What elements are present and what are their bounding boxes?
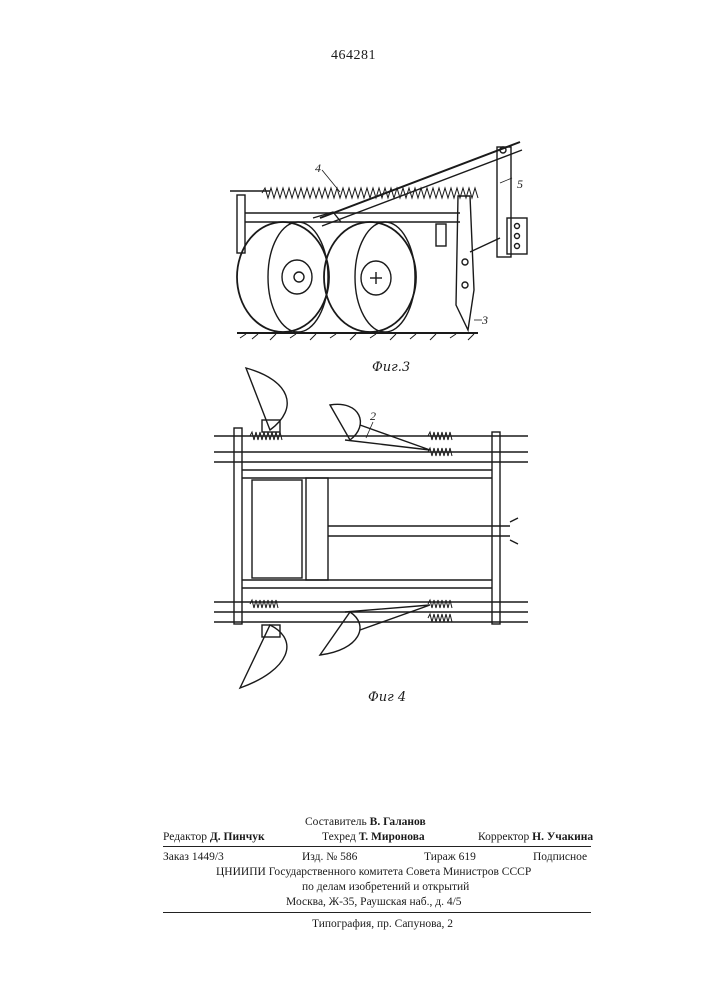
leader-5	[500, 178, 512, 183]
lever-arm-lower	[322, 150, 522, 226]
print-run-label: Тираж	[424, 851, 456, 863]
centre-beam	[306, 478, 328, 580]
share-blade	[345, 605, 430, 630]
editor-name: Д. Пинчук	[210, 831, 265, 843]
techred-name: Т. Миронова	[359, 831, 425, 843]
order-value: 1449/3	[192, 851, 224, 863]
leg-brace	[470, 238, 500, 252]
issue-line: Изд. № 586	[302, 850, 357, 865]
institute-line-2: по делам изобретений и открытий	[302, 880, 469, 895]
divider	[163, 846, 591, 847]
print-run-value: 619	[459, 851, 476, 863]
blade-mount	[262, 420, 280, 432]
order-label: Заказ	[163, 851, 189, 863]
lever-arm-upper	[320, 142, 520, 218]
disc-blade	[246, 368, 287, 430]
institute-line-3: Москва, Ж-35, Раушская наб., д. 4/5	[286, 895, 462, 910]
issue-label: Изд.	[302, 851, 323, 863]
techred-label: Техред	[322, 831, 356, 843]
rack-5	[497, 147, 511, 257]
wheel-left-axle	[294, 272, 304, 282]
editor-label: Редактор	[163, 831, 207, 843]
label-3: 3	[481, 313, 488, 327]
print-run-line: Тираж 619	[424, 850, 476, 865]
disc-blade	[330, 404, 360, 440]
spring	[428, 600, 452, 608]
frame-left-rail	[234, 428, 242, 624]
wheel-left	[237, 222, 329, 332]
wheel-left-tread	[268, 222, 328, 332]
spring	[428, 614, 452, 622]
plough-leg-3	[456, 196, 474, 330]
disc-blade	[320, 612, 360, 655]
divider	[163, 912, 591, 913]
corrector-name: Н. Учакина	[532, 831, 593, 843]
label-4: 4	[315, 161, 321, 175]
compiler-label: Составитель	[305, 816, 367, 828]
figure-4-caption: Фиг 4	[368, 690, 406, 705]
technical-drawings: 4 5 3 2	[0, 0, 707, 720]
corrector-line: Корректор Н. Учакина	[478, 830, 593, 845]
subscription-note: Подписное	[533, 850, 587, 865]
label-5: 5	[517, 177, 523, 191]
compiler-name: В. Галанов	[370, 816, 426, 828]
compiler-line: Составитель В. Галанов	[305, 815, 426, 830]
frame-right-rail	[492, 432, 500, 624]
figure-3-caption: Фиг.3	[372, 360, 410, 375]
rack-hole	[515, 234, 520, 239]
techred-line: Техред Т. Миронова	[322, 830, 425, 845]
wheel-top-view	[252, 480, 302, 578]
wheel-right	[324, 222, 416, 332]
share-blade	[345, 425, 430, 450]
leg-pivot	[462, 282, 468, 288]
figure-3-drawing	[230, 142, 527, 340]
frame-front-post	[237, 195, 245, 253]
order-line: Заказ 1449/3	[163, 850, 224, 865]
institute-line-1: ЦНИИПИ Государственного комитета Совета …	[216, 865, 531, 880]
issue-value: № 586	[326, 851, 357, 863]
hitch	[510, 518, 518, 544]
rack-hole	[515, 224, 520, 229]
spring-4	[262, 188, 478, 198]
wheel-left-hub	[282, 260, 312, 294]
leg-pivot	[462, 259, 468, 265]
wheel-right-tread	[355, 222, 415, 332]
corrector-label: Корректор	[478, 831, 529, 843]
rack-hole	[515, 244, 520, 249]
editor-line: Редактор Д. Пинчук	[163, 830, 265, 845]
support-plate	[436, 224, 446, 246]
printer-line: Типография, пр. Сапунова, 2	[312, 917, 453, 932]
ground-hatching	[240, 334, 474, 340]
label-2: 2	[370, 409, 376, 423]
spring	[250, 600, 278, 608]
